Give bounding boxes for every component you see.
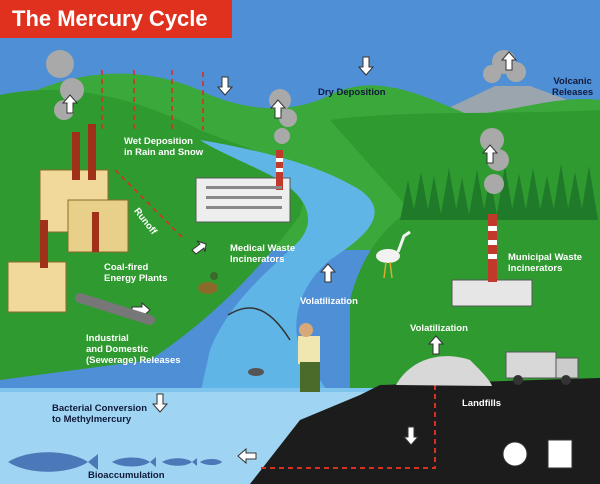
label-bioaccumulation: Bioaccumulation bbox=[88, 470, 165, 481]
title-banner: The Mercury Cycle bbox=[0, 0, 232, 38]
label-dry-deposition: Dry Deposition bbox=[318, 87, 386, 98]
label-industrial-releases: Industrial and Domestic (Sewerage) Relea… bbox=[86, 333, 181, 366]
label-landfills: Landfills bbox=[462, 398, 501, 409]
label-volcanic-releases: Volcanic Releases bbox=[552, 76, 593, 98]
label-bacterial-conversion: Bacterial Conversion to Methylmercury bbox=[52, 403, 147, 425]
label-volatilization-river: Volatilization bbox=[300, 296, 358, 307]
label-medical-waste: Medical Waste Incinerators bbox=[230, 243, 295, 265]
label-coal-fired: Coal-fired Energy Plants bbox=[104, 262, 167, 284]
diagram-title: The Mercury Cycle bbox=[12, 6, 208, 32]
label-volatilization-landfill: Volatilization bbox=[410, 323, 468, 334]
label-wet-deposition: Wet Deposition in Rain and Snow bbox=[124, 136, 203, 158]
label-municipal-waste: Municipal Waste Incinerators bbox=[508, 252, 582, 274]
